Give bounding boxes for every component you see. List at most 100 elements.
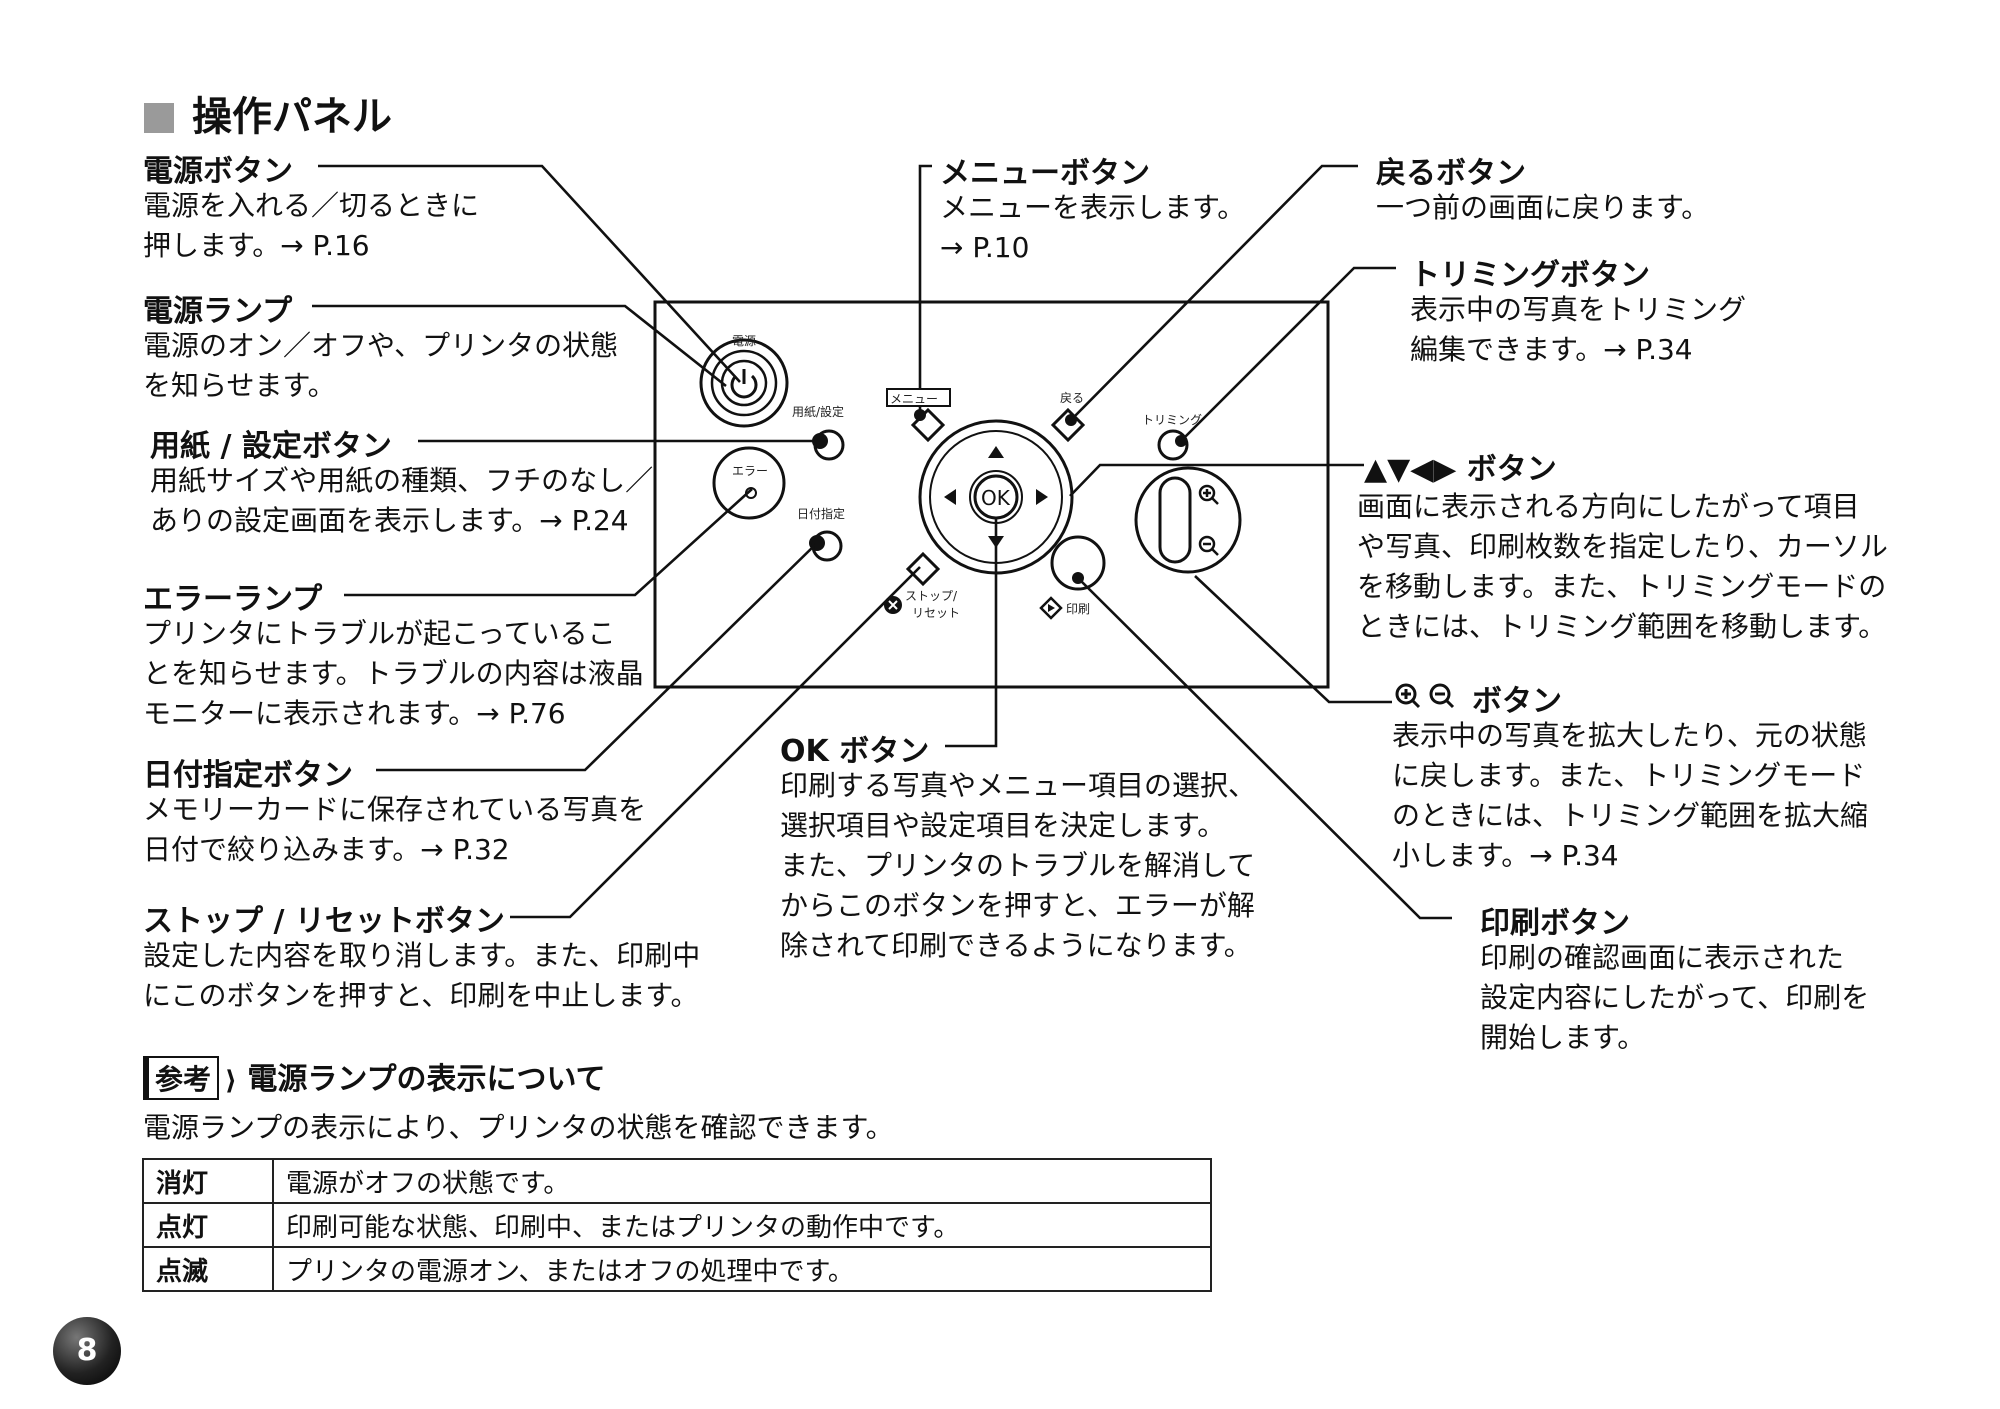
ok-button-title: OK ボタン <box>780 734 930 769</box>
leader-date-button <box>376 542 818 772</box>
paper-setting-label: 用紙/設定 <box>792 404 844 419</box>
trim-button-desc-1: 表示中の写真をトリミング <box>1410 293 1747 326</box>
lamp-status-table: 消灯 電源がオフの状態です。 点灯 印刷可能な状態、印刷中、またはプリンタの動作… <box>142 1158 1212 1292</box>
stop-label-2: リセット <box>912 606 960 620</box>
error-lamp <box>712 446 786 520</box>
zoom-buttons-desc-1: 表示中の写真を拡大したり、元の状態 <box>1392 719 1867 752</box>
error-lamp-desc-1: プリンタにトラブルが起こっているこ <box>143 617 616 650</box>
power-button-title: 電源ボタン <box>143 154 293 189</box>
arrow-up-icon[interactable] <box>988 446 1004 458</box>
arrow-buttons-desc-1: 画面に表示される方向にしたがって項目 <box>1357 490 1860 523</box>
zoom-buttons-title: ボタン <box>1472 684 1562 719</box>
arrow-buttons-title: ▲▼◀▶ ボタン <box>1364 452 1557 487</box>
zoom-title-icons <box>1395 683 1455 709</box>
power-lamp-desc-2: を知らせます。 <box>143 369 336 402</box>
back-label: 戻る <box>1060 391 1084 405</box>
back-button[interactable] <box>1050 407 1086 443</box>
leader-print-button <box>1077 577 1452 920</box>
error-lamp-title: エラーランプ <box>143 582 323 617</box>
zoom-buttons[interactable] <box>1134 466 1242 574</box>
trim-button-desc-2: 編集できます。→ P.34 <box>1410 333 1693 366</box>
stop-label-1: ストップ/ <box>905 589 958 603</box>
arrow-buttons-desc-4: ときには、トリミング範囲を移動します。 <box>1357 610 1887 643</box>
ok-label: OK <box>981 486 1011 510</box>
ok-button-desc-5: 除されて印刷できるようになります。 <box>780 929 1252 962</box>
power-lamp-label: 電源 <box>732 334 756 348</box>
power-lamp-desc-1: 電源のオン／オフや、プリンタの状態 <box>143 329 619 362</box>
power-icon <box>730 369 758 399</box>
ok-button-desc-2: 選択項目や設定項目を決定します。 <box>780 809 1226 842</box>
power-button[interactable] <box>699 338 789 428</box>
panel-outline <box>653 300 1330 689</box>
error-lamp-desc-2: とを知らせます。トラブルの内容は液晶 <box>143 657 644 690</box>
power-button-desc-2: 押します。→ P.16 <box>143 229 370 262</box>
print-button-desc-3: 開始します。 <box>1480 1021 1646 1054</box>
leader-trim-button <box>1180 266 1396 442</box>
stop-button-desc-2: にこのボタンを押すと、印刷を中止します。 <box>143 979 699 1012</box>
date-button-desc-2: 日付で絞り込みます。→ P.32 <box>143 833 510 866</box>
ok-button[interactable] <box>973 474 1019 520</box>
zoom-buttons-desc-3: のときには、トリミング範囲を拡大縮 <box>1392 799 1869 832</box>
table-row: 点滅 プリンタの電源オン、またはオフの処理中です。 <box>142 1246 1212 1292</box>
stop-icon <box>884 596 902 614</box>
table-row: 消灯 電源がオフの状態です。 <box>142 1158 1212 1204</box>
leader-ok-button <box>945 498 998 748</box>
back-button-desc-1: 一つ前の画面に戻ります。 <box>1376 191 1710 224</box>
note-text: 電源ランプの表示により、プリンタの状態を確認できます。 <box>143 1111 894 1144</box>
print-button[interactable] <box>1050 535 1106 591</box>
note-heading: 参考⟩ 電源ランプの表示について <box>143 1054 606 1100</box>
lamp-state: 点滅 <box>142 1246 274 1292</box>
leader-back-button <box>1070 164 1358 421</box>
paper-button-title: 用紙 / 設定ボタン <box>150 429 392 464</box>
leader-power-lamp <box>312 304 727 388</box>
error-lamp-label: エラー <box>732 464 768 478</box>
chevron-right-icon: ⟩ <box>225 1066 237 1096</box>
print-button-desc-2: 設定内容にしたがって、印刷を <box>1480 981 1870 1014</box>
trim-button[interactable] <box>1157 429 1189 461</box>
print-button-desc-1: 印刷の確認画面に表示された <box>1480 941 1845 974</box>
error-lamp-desc-3: モニターに表示されます。→ P.76 <box>143 697 566 730</box>
ok-button-desc-3: また、プリンタのトラブルを解消して <box>780 849 1256 882</box>
leader-arrow-buttons <box>1069 463 1364 497</box>
menu-button-desc-2: → P.10 <box>940 231 1030 264</box>
lamp-state: 点灯 <box>142 1202 274 1248</box>
zoom-buttons-desc-4: 小します。→ P.34 <box>1392 839 1619 872</box>
menu-button-desc-1: メニューを表示します。 <box>940 191 1246 224</box>
lamp-meaning: 電源がオフの状態です。 <box>272 1158 1212 1204</box>
stop-reset-button[interactable] <box>905 551 941 587</box>
arrow-down-icon[interactable] <box>988 536 1004 548</box>
title-square-icon <box>144 103 174 133</box>
print-label: 印刷 <box>1066 602 1090 616</box>
lamp-state: 消灯 <box>142 1158 274 1204</box>
leader-zoom-buttons <box>1194 575 1392 704</box>
leader-stop-button <box>510 566 921 919</box>
date-button-title: 日付指定ボタン <box>143 758 353 793</box>
reference-badge: 参考 <box>143 1056 220 1100</box>
lamp-meaning: 印刷可能な状態、印刷中、またはプリンタの動作中です。 <box>272 1202 1212 1248</box>
paper-setting-button[interactable] <box>813 429 845 461</box>
menu-label: メニュー <box>890 392 938 406</box>
date-label: 日付指定 <box>797 506 845 521</box>
ok-button-desc-4: からこのボタンを押すと、エラーが解 <box>780 889 1255 922</box>
arrow-right-icon[interactable] <box>1036 489 1048 505</box>
stop-button-desc-1: 設定した内容を取り消します。また、印刷中 <box>143 939 701 972</box>
trim-label: トリミング <box>1142 413 1202 427</box>
menu-button-title: メニューボタン <box>940 156 1150 191</box>
arrow-buttons-desc-3: を移動します。また、トリミングモードの <box>1357 570 1887 603</box>
date-button[interactable] <box>811 530 843 562</box>
cross-key[interactable] <box>918 419 1074 575</box>
zoom-in-icon <box>1198 484 1219 505</box>
power-lamp-title: 電源ランプ <box>143 294 293 329</box>
lamp-meaning: プリンタの電源オン、またはオフの処理中です。 <box>272 1246 1212 1292</box>
arrow-left-icon[interactable] <box>944 489 956 505</box>
table-row: 点灯 印刷可能な状態、印刷中、またはプリンタの動作中です。 <box>142 1202 1212 1248</box>
date-button-desc-1: メモリーカードに保存されている写真を <box>143 793 647 826</box>
arrow-buttons-desc-2: や写真、印刷枚数を指定したり、カーソル <box>1357 530 1888 563</box>
trim-button-title: トリミングボタン <box>1410 258 1650 293</box>
zoom-buttons-desc-2: に戻します。また、トリミングモード <box>1392 759 1866 792</box>
print-button-title: 印刷ボタン <box>1480 906 1630 941</box>
menu-button[interactable] <box>910 407 946 443</box>
power-button-desc-1: 電源を入れる／切るときに <box>143 189 480 222</box>
zoom-out-icon <box>1198 535 1219 556</box>
